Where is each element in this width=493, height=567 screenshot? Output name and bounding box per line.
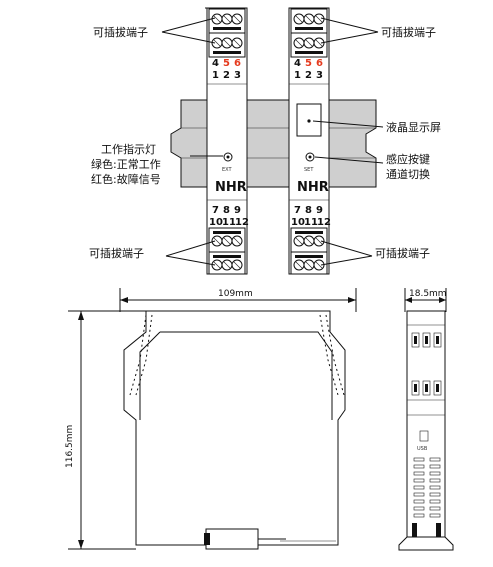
terminal-12: 12 <box>317 217 331 228</box>
terminal-10: 10 <box>209 217 223 228</box>
side-view: 109mm 116.5mm <box>65 288 357 550</box>
terminal-1: 1 <box>294 70 301 81</box>
terminal-5: 5 <box>223 58 230 69</box>
usb-port-icon <box>419 430 429 442</box>
callout-pluggable-terminal-bottom-right: 可插拔端子 <box>375 246 430 260</box>
screw-icon <box>293 13 325 54</box>
callout-channel-switch: 通道切换 <box>386 167 430 181</box>
callout-work-indicator: 工作指示灯 <box>101 142 156 156</box>
ext-label: EXT <box>222 167 232 173</box>
logo: NHR <box>297 180 329 195</box>
terminal-12: 12 <box>235 217 249 228</box>
terminal-3: 3 <box>316 70 323 81</box>
terminal-6: 6 <box>316 58 323 69</box>
callout-lcd-screen: 液晶显示屏 <box>386 120 441 134</box>
terminal-1: 1 <box>212 70 219 81</box>
terminal-2: 2 <box>305 70 312 81</box>
terminal-4: 4 <box>294 58 301 69</box>
dimension-width: 109mm <box>218 289 253 299</box>
terminal-11: 11 <box>222 217 236 228</box>
dimension-height: 116.5mm <box>65 425 75 468</box>
callout-pluggable-terminal-top-left: 可插拔端子 <box>93 25 148 39</box>
terminal-4: 4 <box>212 58 219 69</box>
terminal-8: 8 <box>305 205 312 216</box>
terminal-6: 6 <box>234 58 241 69</box>
module-ext: 4 5 6 1 2 3 EXT NHR 7 8 9 10 11 12 <box>205 7 249 275</box>
callout-pluggable-terminal-top-right: 可插拔端子 <box>381 25 436 39</box>
terminal-9: 9 <box>234 205 241 216</box>
callout-sensing-key: 感应按键 <box>386 152 430 166</box>
screw-icon <box>211 231 243 271</box>
terminal-5: 5 <box>305 58 312 69</box>
vent-slots <box>413 457 441 518</box>
terminal-7: 7 <box>212 205 219 216</box>
terminal-8: 8 <box>223 205 230 216</box>
lcd-screen <box>296 103 322 137</box>
terminal-3: 3 <box>234 70 241 81</box>
terminal-9: 9 <box>316 205 323 216</box>
terminal-10: 10 <box>291 217 305 228</box>
terminal-11: 11 <box>304 217 318 228</box>
set-label: SET <box>304 167 314 173</box>
module-set: 4 5 6 1 2 3 SET NHR 7 8 9 10 11 12 <box>288 7 331 275</box>
terminal-2: 2 <box>223 70 230 81</box>
screw-icon <box>211 13 243 54</box>
callout-red-state: 红色:故障信号 <box>91 172 161 186</box>
terminal-7: 7 <box>294 205 301 216</box>
logo: NHR <box>215 180 247 195</box>
callout-pluggable-terminal-bottom-left: 可插拔端子 <box>89 246 144 260</box>
callouts: 可插拔端子 可插拔端子 工作指示灯 绿色:正常工作 红色:故障信号 液晶显示屏 … <box>89 17 441 266</box>
dimension-depth: 18.5mm <box>409 289 447 299</box>
callout-green-state: 绿色:正常工作 <box>91 157 161 171</box>
usb-label: USB <box>417 446 428 452</box>
screw-icon <box>293 231 325 271</box>
din-rail <box>170 99 377 188</box>
front-view: 18.5mm USB <box>398 288 454 551</box>
